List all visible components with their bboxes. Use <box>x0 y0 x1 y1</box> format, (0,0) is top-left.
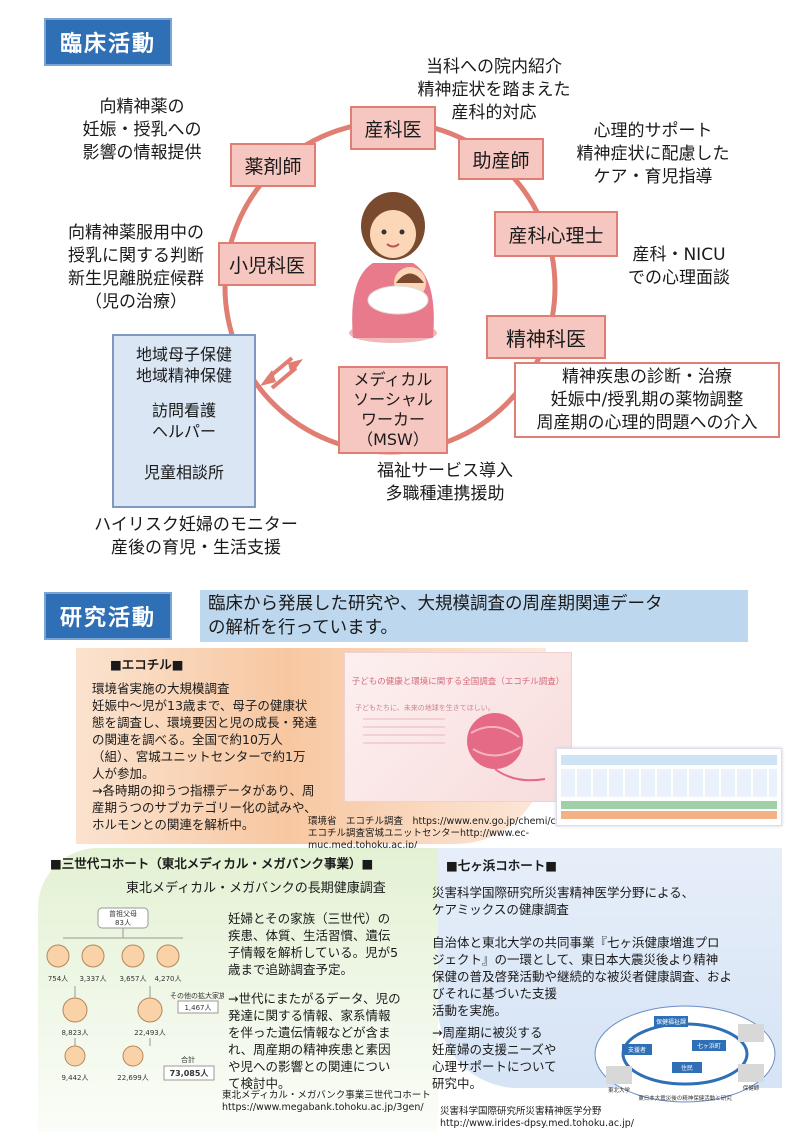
note-msw: 福祉サービス導入 多職種連携援助 <box>377 461 513 504</box>
research-intro: 臨床から発展した研究や、大規模調査の周産期関連データ の解析を行っています。 <box>200 590 748 642</box>
threegen-background <box>38 848 438 1132</box>
shichigahama-subtitle: 災害科学国際研究所災害精神医学分野による、 ケアミックスの健康調査 <box>432 885 695 917</box>
child-count-2: 22,699人 <box>117 1074 149 1082</box>
diagram-caption: 東日本大震災後の精神保健活動と研究 <box>638 1094 732 1102</box>
node-psychologist: 産科心理士 <box>494 211 618 257</box>
grandparent-icons <box>46 944 180 968</box>
link-arrow-icon <box>260 356 303 390</box>
community-child-guidance: 児童相談所 <box>143 463 224 482</box>
figure-total-label: 合計 <box>181 1055 195 1064</box>
node-msw: メディカル ソーシャル ワーカー （MSW） <box>338 366 448 454</box>
mother-baby-illustration <box>349 192 437 343</box>
node-psychiatrist: 精神科医 <box>486 315 606 359</box>
ecochil-poster: 子どもの健康と環境に関する全国調査（エコチル調査） 子どもたちに、未来の地球を生… <box>344 652 572 802</box>
note-obgyn: 当科への院内紹介 精神症状を踏まえた 産科的対応 <box>417 57 571 123</box>
ecochil-body: 妊娠中〜児が13歳まで、母子の健康状 態を調査し、環境要因と児の成長・発達 の関… <box>92 698 318 832</box>
node-obgyn: 産科医 <box>350 106 436 150</box>
grand-count-3: 3,657人 <box>119 975 146 983</box>
threegen-body2: →世代にまたがるデータ、児の 発達に関する情報、家系情報 を伴った遺伝情報などが… <box>228 991 401 1091</box>
note-psychiatrist: 精神疾患の診断・治療 妊娠中/授乳期の薬物調整 周産期の心理的問題への介入 <box>514 362 780 438</box>
diagram-label-1: 保健福祉課 <box>656 1018 686 1026</box>
note-psychologist: 産科・NICU での心理面談 <box>628 245 730 288</box>
diagram-label-6: 東北大学 <box>608 1086 631 1094</box>
figure-other-count: 1,467人 <box>184 1004 211 1012</box>
node-pediatrician: 小児科医 <box>218 242 316 286</box>
community-note: ハイリスク妊婦のモニター 産後の育児・生活支援 <box>94 515 298 558</box>
diagram-label-2: 支援者 <box>628 1046 646 1054</box>
note-pediatrician: 向精神薬服用中の 授乳に関する判断 新生児離脱症候群 （児の治療） <box>68 223 204 312</box>
figure-top-label: 曾祖父母 <box>109 909 137 918</box>
child-count-1: 9,442人 <box>61 1074 88 1082</box>
diagram-label-4: 住民 <box>681 1064 693 1072</box>
ecochil-poster-caption: 子どもたちに、未来の地球を生きてほしい。 <box>355 704 495 712</box>
clinical-header: 臨床活動 <box>44 18 173 66</box>
shichigahama-body1: 自治体と東北大学の共同事業『七ヶ浜健康増進プロ ジェクト』の一環として、東日本大… <box>432 935 733 1018</box>
community-health: 地域母子保健 地域精神保健 <box>135 345 232 385</box>
shichigahama-title: ■七ヶ浜コホート■ <box>446 858 558 873</box>
node-pharmacist: 薬剤師 <box>230 143 316 187</box>
figure-top-count: 83人 <box>115 919 131 927</box>
threegen-title: ■三世代コホート（東北メディカル・メガバンク事業）■ <box>50 856 374 871</box>
shichigahama-body2: →周産期に被災する 妊産婦の支援ニーズや 心理サポートについて 研究中。 <box>432 1025 557 1091</box>
node-midwife: 助産師 <box>458 138 544 180</box>
threegen-body1: 妊婦とその家族（三世代）の 疾患、体質、生活習慣、遺伝 子情報を解析している。児… <box>228 911 399 977</box>
ecochil-title: ■エコチル■ <box>110 657 184 672</box>
ecochil-poster-title: 子どもの健康と環境に関する全国調査（エコチル調査） <box>351 677 565 687</box>
grand-count-1: 754人 <box>48 975 68 983</box>
parent-count-1: 8,823人 <box>61 1029 88 1037</box>
ecochil-reference: 環境省 エコチル調査 https://www.env.go.jp/chemi/c… <box>308 816 571 851</box>
shichigahama-reference: 災害科学国際研究所災害精神医学分野 http://www.irides-dpsy… <box>440 1106 634 1129</box>
community-box: 地域母子保健 地域精神保健 訪問看護 ヘルパー 児童相談所 <box>112 334 256 508</box>
figure-total-count: 73,085人 <box>170 1068 210 1078</box>
community-visiting-care: 訪問看護 ヘルパー <box>151 401 216 441</box>
threegen-reference: 東北メディカル・メガバンク事業三世代コホート https://www.megab… <box>222 1090 431 1113</box>
diagram-label-3: 七ヶ浜町 <box>697 1042 721 1050</box>
ecochil-subtitle: 環境省実施の大規模調査 <box>92 681 230 696</box>
yarn-ball-icon <box>363 713 546 782</box>
figure-other-label: その他の拡大家族 <box>170 991 224 1000</box>
family-tree-figure: 曾祖父母 83人 754人 3,337人 3,657人 4,270人 その他の拡… <box>46 907 224 1082</box>
research-header: 研究活動 <box>44 592 173 640</box>
shichigahama-diagram: 保健福祉課 支援者 七ヶ浜町 住民 保健師 東北大学 東日本大震災後の精神保健活… <box>594 1005 776 1103</box>
grand-count-4: 4,270人 <box>154 975 181 983</box>
note-midwife: 心理的サポート 精神症状に配慮した ケア・育児指導 <box>576 121 730 187</box>
parent-count-2: 22,493人 <box>134 1029 166 1037</box>
threegen-subtitle: 東北メディカル・メガバンクの長期健康調査 <box>126 881 386 896</box>
diagram-label-5: 保健師 <box>743 1084 760 1092</box>
grand-count-2: 3,337人 <box>79 975 106 983</box>
ecochil-timeline <box>556 748 782 826</box>
note-pharmacist: 向精神薬の 妊娠・授乳への 影響の情報提供 <box>82 97 202 163</box>
